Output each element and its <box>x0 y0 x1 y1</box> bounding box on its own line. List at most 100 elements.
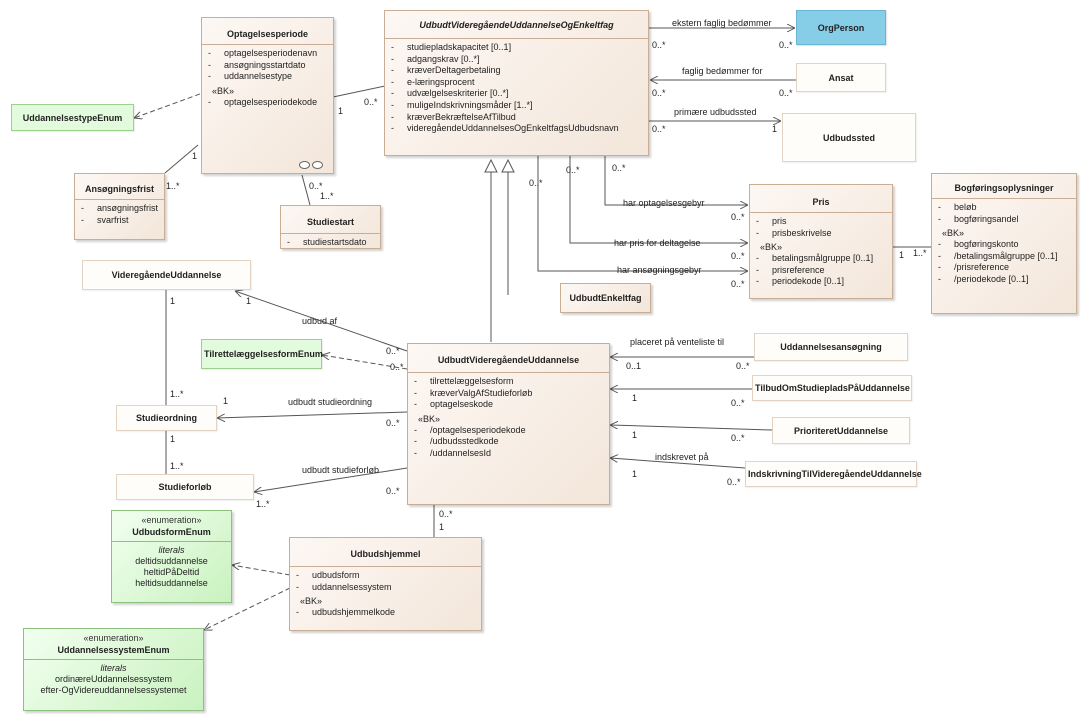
attribute: -/periodekode [0..1] <box>938 273 1029 284</box>
attribute: -studiestartsdato <box>287 237 367 247</box>
multiplicity: 1 <box>632 393 638 403</box>
class-ansoegningsfrist[interactable]: Ansøgningsfrist -ansøgningsfrist -svarfr… <box>74 173 165 240</box>
multiplicity: 0..* <box>652 40 666 50</box>
class-ansat[interactable]: Ansat <box>796 63 886 92</box>
class-title: TilbudOmStudiepladsPåUddannelse <box>755 383 910 393</box>
attribute: -udbudsform <box>296 570 360 580</box>
assoc-studieforloeb <box>254 467 408 492</box>
assoc-label: udbud af <box>302 316 338 326</box>
assoc-label: primære udbudssted <box>674 107 757 117</box>
multiplicity: 1 <box>246 296 252 306</box>
class-uddannelsessystem-enum[interactable]: «enumeration» UddannelsessystemEnum lite… <box>23 628 204 711</box>
attribute: -/uddannelsesId <box>414 447 492 458</box>
assoc-label: placeret på venteliste til <box>630 337 725 347</box>
class-title: Ansat <box>828 72 854 83</box>
attribute: -bogføringsandel <box>938 213 1019 224</box>
multiplicity: 0..* <box>386 486 400 496</box>
multiplicity: 1..* <box>166 181 180 191</box>
attribute: -pris <box>756 216 787 226</box>
assoc-label: har optagelsesgebyr <box>623 198 705 208</box>
class-udbudt-videregaaende-uddannelse[interactable]: UdbudtVideregåendeUddannelse -tilrettelæ… <box>407 343 610 505</box>
class-uddannelsestype-enum[interactable]: UddannelsestypeEnum <box>11 104 134 131</box>
multiplicity: 0..* <box>439 509 453 519</box>
class-tilbud-om-studieplads[interactable]: TilbudOmStudiepladsPåUddannelse <box>752 375 912 401</box>
class-videregaaende-uddannelse[interactable]: VideregåendeUddannelse <box>82 260 251 290</box>
composite-icon <box>299 161 323 169</box>
class-udbudssted[interactable]: Udbudssted <box>782 113 916 162</box>
class-udbudt-enkeltfag[interactable]: UdbudtEnkeltfag <box>560 283 651 313</box>
class-title: OrgPerson <box>817 22 865 33</box>
class-title: UddannelsessystemEnum <box>57 645 170 655</box>
class-title: IndskrivningTilVideregåendeUddannelse <box>748 469 922 479</box>
multiplicity: 1 <box>338 106 344 116</box>
class-tilrettelaeggelsesform-enum[interactable]: TilrettelæggelsesformEnum <box>201 339 323 369</box>
assoc-optag-udbud <box>332 85 386 98</box>
multiplicity: 1..* <box>913 248 927 258</box>
multiplicity: 1 <box>170 296 176 306</box>
multiplicity: 0..* <box>652 88 666 98</box>
class-pris[interactable]: Pris -pris -prisbeskrivelse «BK» -betali… <box>749 184 893 299</box>
class-title: Optagelsesperiode <box>226 29 309 39</box>
assoc-optag-start <box>301 174 311 206</box>
enum-literal: efter-OgVidereuddannelsessystemet <box>40 685 187 695</box>
multiplicity: 1 <box>170 434 176 444</box>
class-udbudt-vu-og-enkeltfag[interactable]: UdbudtVideregåendeUddannelseOgEnkeltfag … <box>384 10 649 156</box>
class-bogfoeringsoplysninger[interactable]: Bogføringsoplysninger -beløb -bogførings… <box>931 173 1077 314</box>
multiplicity: 0..* <box>779 40 793 50</box>
multiplicity: 0..* <box>731 251 745 261</box>
attribute: -kræverDeltagerbetaling <box>391 65 501 76</box>
bk-stereotype: «BK» <box>942 228 965 239</box>
attribute: -kræverBekræftelseAfTilbud <box>391 111 516 122</box>
assoc-indskrevet <box>610 458 746 469</box>
attribute: -kræverValgAfStudieforløb <box>414 387 533 398</box>
attribute: -videregåendeUddannelsesOgEnkeltfagsUdbu… <box>391 123 619 134</box>
class-title: Uddannelsesansøgning <box>780 342 882 352</box>
class-title: Ansøgningsfrist <box>85 184 154 194</box>
attribute: -svarfrist <box>81 214 129 225</box>
class-prioriteret-uddannelse[interactable]: PrioriteretUddannelse <box>772 417 910 444</box>
assoc-label: udbudt studieordning <box>288 397 373 407</box>
class-studieordning[interactable]: Studieordning <box>116 405 217 431</box>
multiplicity: 1 <box>632 469 638 479</box>
attribute: -uddannelsessystem <box>296 581 392 592</box>
class-udbudshjemmel[interactable]: Udbudshjemmel -udbudsform -uddannelsessy… <box>289 537 482 631</box>
multiplicity: 1..* <box>256 499 270 509</box>
attribute: -periodekode [0..1] <box>756 276 845 287</box>
attribute: -optagelseskode <box>414 399 494 410</box>
multiplicity: 0..* <box>309 181 323 191</box>
multiplicity: 1..* <box>170 461 184 471</box>
assoc-udbudsform-enum <box>232 565 291 576</box>
assoc-optag-frist <box>164 144 199 174</box>
assoc-tilrettel <box>322 355 408 370</box>
multiplicity: 0..* <box>727 477 741 487</box>
bk-stereotype: «BK» <box>300 596 323 607</box>
multiplicity: 1 <box>439 522 445 532</box>
multiplicity: 0..* <box>779 88 793 98</box>
enum-literal: heltidPåDeltid <box>143 567 200 577</box>
attribute: -prisreference <box>756 264 825 275</box>
class-optagelsesperiode[interactable]: Optagelsesperiode -optagelsesperiodenavn… <box>201 17 334 174</box>
assoc-studieordning <box>217 411 408 418</box>
class-indskrivning[interactable]: IndskrivningTilVideregåendeUddannelse <box>745 461 922 487</box>
bk-stereotype: «BK» <box>418 413 441 424</box>
attribute: -/betalingsmålgruppe [0..1] <box>938 250 1058 261</box>
attribute: -ansøgningsstartdato <box>208 59 306 70</box>
class-udbudsform-enum[interactable]: «enumeration» UdbudsformEnum literals de… <box>111 510 232 603</box>
class-title: UdbudsformEnum <box>132 527 211 537</box>
class-title: Studieforløb <box>158 482 212 492</box>
class-orgperson[interactable]: OrgPerson <box>796 10 886 45</box>
class-uddannelsesansoegning[interactable]: Uddannelsesansøgning <box>754 333 908 361</box>
class-studiestart[interactable]: Studiestart -studiestartsdato <box>280 205 381 249</box>
class-studieforloeb[interactable]: Studieforløb <box>116 474 254 500</box>
assoc-label: har pris for deltagelse <box>614 238 701 248</box>
attribute: -uddannelsestype <box>208 71 293 82</box>
attribute: -tilrettelæggelsesform <box>414 376 514 386</box>
multiplicity: 1..* <box>170 389 184 399</box>
literals-header: literals <box>100 663 127 673</box>
attribute: -prisbeskrivelse <box>756 227 832 238</box>
class-title: PrioriteretUddannelse <box>793 425 889 436</box>
attribute: -optagelsesperiodekode <box>208 96 318 107</box>
attribute: -betalingsmålgruppe [0..1] <box>756 253 874 264</box>
attribute: -adgangskrav [0..*] <box>391 53 480 64</box>
assoc-label: udbudt studieforløb <box>302 465 380 475</box>
